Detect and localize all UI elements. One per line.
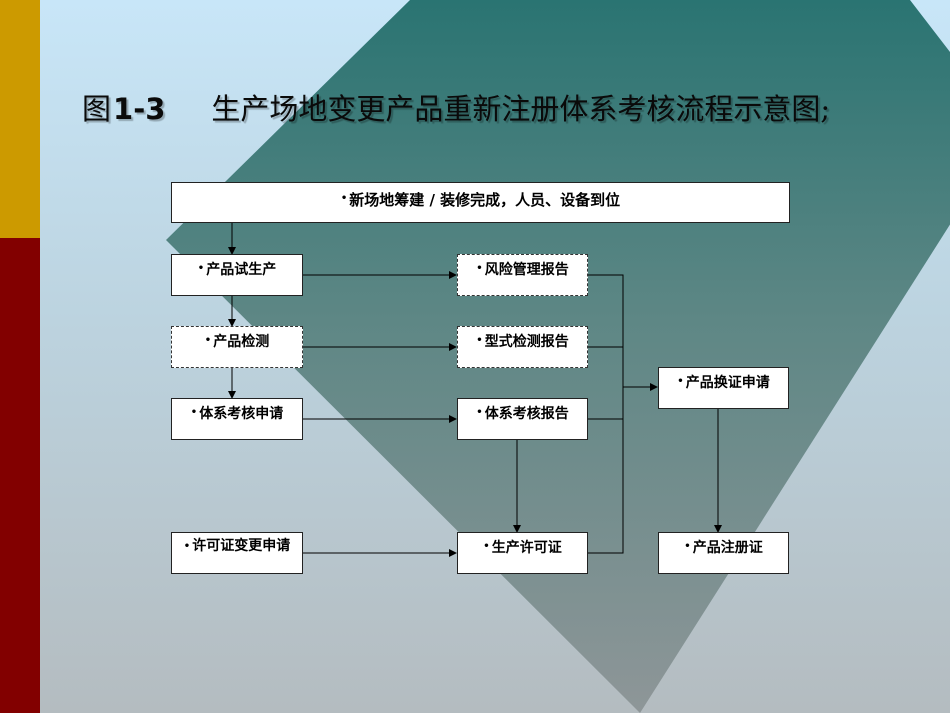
left-gold-bar [0, 0, 40, 238]
node-label: 产品试生产 [206, 262, 277, 278]
bullet: • [340, 193, 348, 204]
node-label: 体系考核报告 [484, 406, 569, 422]
bullet: • [476, 263, 483, 274]
node-label: 风险管理报告 [484, 262, 569, 278]
node-label: 体系考核申请 [199, 406, 284, 422]
node-trial-production: •产品试生产 [171, 254, 303, 296]
node-product-inspection: •产品检测 [171, 326, 303, 368]
node-audit-application: •体系考核申请 [171, 398, 303, 440]
merge-bracket [588, 274, 624, 554]
node-label: 产品注册证 [692, 540, 763, 556]
node-label: 新场地筹建 / 装修完成，人员、设备到位 [349, 191, 621, 209]
node-label: 产品换证申请 [685, 375, 770, 391]
bullet: • [183, 541, 191, 552]
title-number: 1-3 [113, 92, 166, 126]
node-certificate-renewal: •产品换证申请 [658, 367, 789, 409]
slide-title: 图1-3 生产场地变更产品重新注册体系考核流程示意图; [82, 86, 932, 128]
node-site-ready: •新场地筹建 / 装修完成，人员、设备到位 [171, 182, 790, 223]
node-audit-report: •体系考核报告 [457, 398, 588, 440]
bullet: • [197, 263, 205, 274]
node-production-license: •生产许可证 [457, 532, 588, 574]
bullet: • [483, 541, 490, 552]
node-label-wrap: •许可证变更申请 [184, 538, 290, 556]
node-label: 产品检测 [213, 334, 270, 350]
node-risk-management-report: •风险管理报告 [457, 254, 588, 296]
bullet: • [684, 541, 691, 552]
node-label: 生产许可证 [491, 540, 562, 556]
bullet: • [476, 335, 483, 346]
bullet: • [190, 407, 198, 418]
title-prefix: 图 [82, 92, 112, 126]
node-registration-certificate: •产品注册证 [658, 532, 789, 574]
node-label: 许可证变更申请 [192, 538, 291, 554]
node-license-change-application: •许可证变更申请 [171, 532, 303, 574]
bullet: • [204, 335, 212, 346]
node-type-test-report: •型式检测报告 [457, 326, 588, 368]
bullet: • [476, 407, 483, 418]
title-text: 生产场地变更产品重新注册体系考核流程示意图; [211, 92, 831, 126]
bullet: • [677, 376, 684, 387]
left-maroon-bar [0, 238, 40, 713]
node-label: 型式检测报告 [484, 334, 569, 350]
